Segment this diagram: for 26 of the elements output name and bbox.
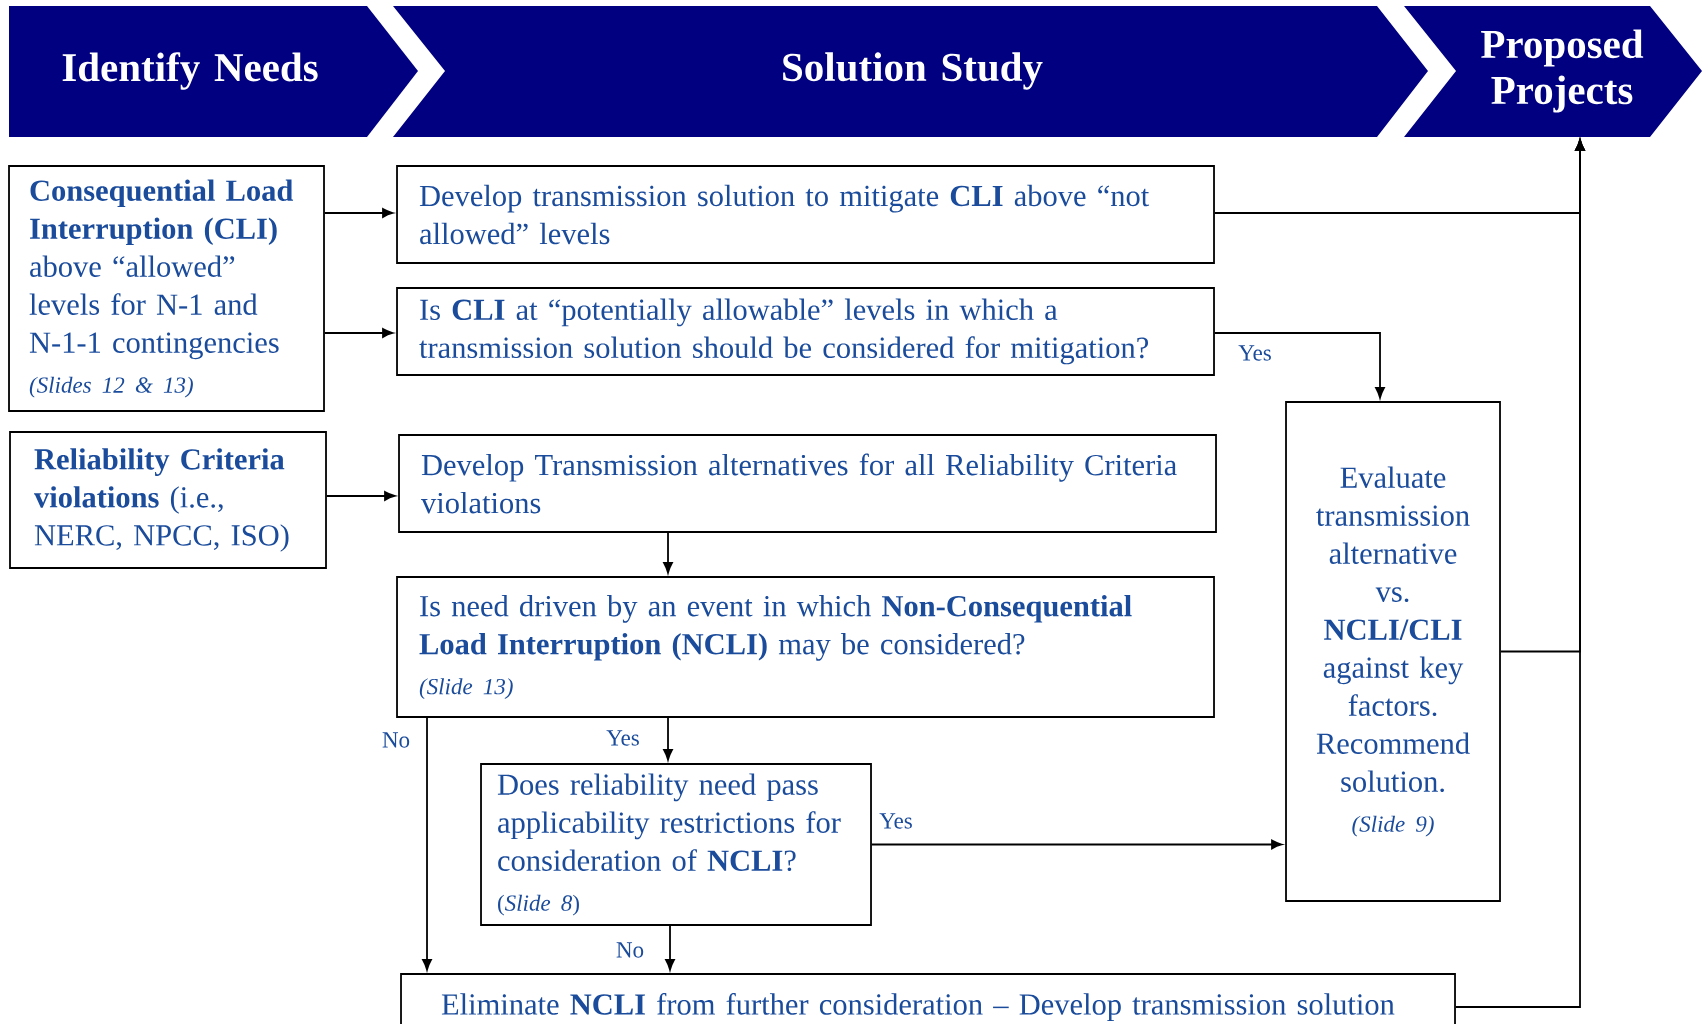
arrow [871,839,1283,850]
chevron-band: Proposed Projects [1404,6,1702,137]
arrow [326,491,396,501]
arrow [422,717,432,971]
arrow [663,532,673,574]
edge-label: No [614,941,646,959]
arrow [324,328,394,338]
process-box: Eliminate NCLI from further consideration – Develop transmission solution [400,973,1456,1024]
edge-label: Yes [878,812,914,830]
edge-label: Yes [605,729,641,747]
process-box: Does reliability need pass applicability restrictions for consideration of NCLI? (Slide 8) [480,763,872,926]
arrow [324,208,394,218]
process-box: Develop Transmission alternatives for all Reliability Criteria violations [398,434,1217,533]
process-box: Evaluate transmission alternative vs. NCLI/CLI against key factors. Recommend solution. (Slide 9) [1285,401,1501,902]
edge-label: Yes [1237,344,1273,362]
process-box: Develop transmission solution to mitigate CLI above “not allowed” levels [396,165,1215,264]
arrow [1455,139,1585,1008]
process-box: Is need driven by an event in which Non-Consequential Load Interruption (NCLI) may be considered? (Slide 13) [396,576,1215,718]
process-box: Consequential Load Interruption (CLI) above “allowed” levels for N-1 and N-1-1 contingencies (Slides 12 & 13) [8,165,325,412]
edge-label: No [380,731,412,749]
process-box: Reliability Criteria violations (i.e., NERC, NPCC, ISO) [9,431,327,569]
process-box: Is CLI at “potentially allowable” levels in which a transmission solution should be considered for mitigation? [396,287,1215,376]
arrow [665,925,675,971]
arrow [1214,332,1385,399]
arrow [663,717,673,761]
chevron-band: Identify Needs [9,6,418,137]
